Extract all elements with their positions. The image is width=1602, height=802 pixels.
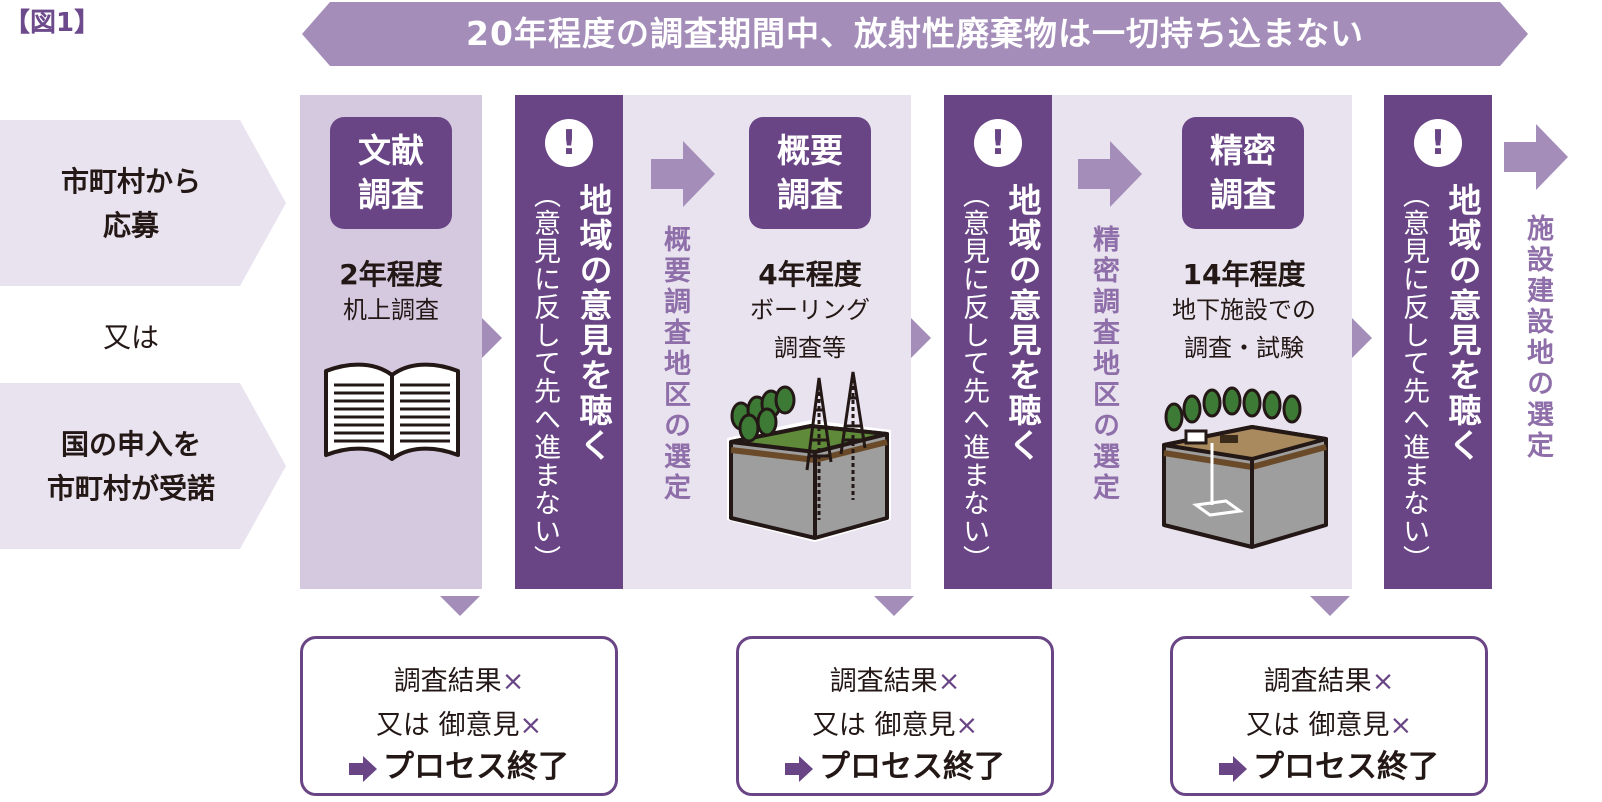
hear-main-text: 地域の意見を聴く (574, 183, 613, 463)
open-book-icon (324, 362, 460, 461)
end-line2-text: 又は 御意見 (811, 710, 956, 741)
end-line3-text: プロセス終了 (383, 749, 569, 785)
end-line2: 又は 御意見× (1173, 703, 1485, 742)
arrow-right-icon (1078, 141, 1142, 207)
stage-panel-detailed: 精密調査地区の選定 精密 調査 14年程度 地下施設での 調査・試験 (1052, 95, 1352, 589)
stage-badge-detailed: 精密 調査 (1182, 117, 1304, 229)
down-arrow-icon (1310, 596, 1350, 616)
down-arrow-icon (440, 596, 480, 616)
hear-column-2: ! 地域の意見を聴く （意見に反して先へ進まない） (944, 95, 1052, 589)
hear-sub-text: （意見に反して先へ進まない） (1398, 181, 1429, 573)
arrow-right-icon (349, 755, 377, 782)
x-icon: × (501, 666, 525, 697)
hear-column-3: ! 地域の意見を聴く （意見に反して先へ進まない） (1384, 95, 1492, 589)
or-text: 又は (102, 321, 159, 354)
chevron-right-icon (1352, 318, 1372, 358)
end-line3: プロセス終了 (739, 741, 1051, 786)
stage-badge-line1: 文献 (358, 131, 424, 170)
end-line1-text: 調査結果 (1263, 666, 1372, 697)
source-accept-text: 国の申入を 市町村が受諾 (0, 423, 262, 511)
x-icon: × (519, 710, 543, 741)
source-apply: 市町村から 応募 (0, 120, 292, 286)
banner: 20年程度の調査期間中、放射性廃棄物は一切持ち込まない (302, 2, 1528, 66)
exclamation-icon: ! (974, 119, 1022, 167)
area-selection-overview: 概要調査地区の選定 (659, 225, 690, 504)
end-line3: プロセス終了 (1173, 741, 1485, 786)
process-end-box-2: 調査結果× 又は 御意見× プロセス終了 (736, 636, 1054, 796)
arrow-right-icon (651, 141, 715, 207)
arrow-right-icon (1219, 755, 1247, 782)
process-end-box-3: 調査結果× 又は 御意見× プロセス終了 (1170, 636, 1488, 796)
stage-desc-line1: 地下施設での (1172, 296, 1316, 324)
hear-sub-text: （意見に反して先へ進まない） (958, 181, 989, 573)
banner-shape (302, 2, 1528, 66)
final-selection: 施設建設地の選定 (1522, 214, 1553, 462)
drilling-site-icon (727, 371, 891, 542)
end-line1-text: 調査結果 (393, 666, 502, 697)
end-line3-text: プロセス終了 (1253, 749, 1439, 785)
stage-duration: 14年程度 (1182, 258, 1306, 291)
source-accept-line1: 国の申入を (60, 428, 201, 461)
chevron-right-icon (482, 318, 502, 358)
source-apply-line2: 応募 (102, 209, 159, 242)
end-line2-text: 又は 御意見 (1245, 710, 1390, 741)
x-icon: × (1371, 666, 1395, 697)
stage-desc-line1: ボーリング (750, 296, 870, 324)
exclamation-icon: ! (1414, 119, 1462, 167)
stage-duration: 2年程度 (339, 258, 443, 291)
stage-badge-line2: 調査 (1210, 175, 1276, 214)
x-icon: × (1389, 710, 1413, 741)
x-icon: × (937, 666, 961, 697)
underground-facility-icon (1162, 386, 1328, 549)
area-selection-detailed: 精密調査地区の選定 (1088, 225, 1119, 504)
source-accept-line2: 市町村が受諾 (46, 472, 215, 505)
process-end-box-1: 調査結果× 又は 御意見× プロセス終了 (300, 636, 618, 796)
arrow-right-icon (785, 755, 813, 782)
source-apply-shape (0, 120, 286, 286)
x-icon: × (955, 710, 979, 741)
hear-column-1: ! 地域の意見を聴く （意見に反して先へ進まない） (515, 95, 623, 589)
end-line2-text: 又は 御意見 (375, 710, 520, 741)
stage-duration: 4年程度 (758, 258, 862, 291)
end-line1-text: 調査結果 (829, 666, 938, 697)
banner-text: 20年程度の調査期間中、放射性廃棄物は一切持ち込まない (466, 14, 1364, 53)
source-accept: 国の申入を 市町村が受諾 (0, 383, 292, 549)
stage-desc: 机上調査 (343, 296, 439, 324)
source-accept-shape (0, 383, 286, 549)
end-line1: 調査結果× (1173, 659, 1485, 698)
stage-badge-line2: 調査 (358, 175, 424, 214)
exclamation-icon: ! (545, 119, 593, 167)
hear-sub-text: （意見に反して先へ進まない） (529, 181, 560, 573)
end-line3-text: プロセス終了 (819, 749, 1005, 785)
stage-panel-overview: 概要調査地区の選定 概要 調査 4年程度 ボーリング 調査等 (623, 95, 911, 589)
end-line1: 調査結果× (739, 659, 1051, 698)
chevron-right-icon (911, 318, 931, 358)
end-line1: 調査結果× (303, 659, 615, 698)
stage-badge-line1: 概要 (777, 131, 843, 170)
stage-badge-line2: 調査 (777, 175, 843, 214)
stage-badge-line1: 精密 (1210, 131, 1276, 170)
hear-main-text: 地域の意見を聴く (1443, 183, 1482, 463)
source-apply-text: 市町村から 応募 (0, 160, 262, 248)
stage-desc-line2: 調査等 (774, 334, 846, 362)
source-apply-line1: 市町村から (60, 165, 201, 198)
arrow-right-icon (1504, 124, 1568, 190)
figure-label: 【図1】 (4, 8, 101, 38)
end-line3: プロセス終了 (303, 741, 615, 786)
stage-badge-literature: 文献 調査 (330, 117, 452, 229)
end-line2: 又は 御意見× (739, 703, 1051, 742)
stage-panel-literature: 文献 調査 2年程度 机上調査 (300, 95, 482, 589)
stage-desc-line2: 調査・試験 (1184, 334, 1304, 362)
end-line2: 又は 御意見× (303, 703, 615, 742)
stage-badge-overview: 概要 調査 (749, 117, 871, 229)
down-arrow-icon (874, 596, 914, 616)
hear-main-text: 地域の意見を聴く (1003, 183, 1042, 463)
